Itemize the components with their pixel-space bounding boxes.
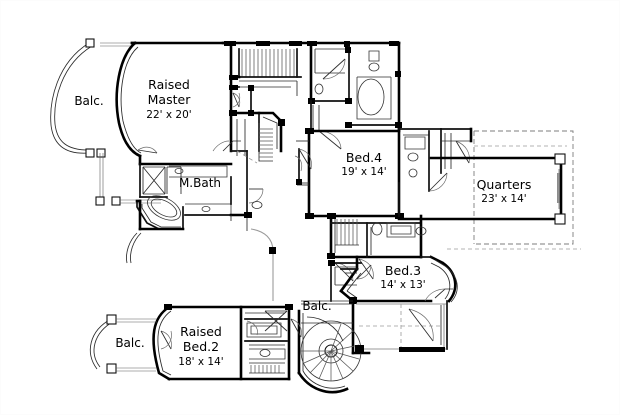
- bed2-bath: [239, 305, 302, 381]
- room-bed-4: [294, 127, 404, 219]
- middle-bath: [398, 127, 473, 217]
- balcony-middle-and-lower-right: [301, 248, 581, 355]
- upper-right-bath: [307, 41, 402, 150]
- room-master-bath: [136, 140, 264, 230]
- label-quarters-dimensions: 23' x 14': [481, 193, 526, 205]
- label-raised-master-line1: Raised: [148, 77, 190, 92]
- label-raised-bed-2-line1: Raised: [180, 324, 222, 339]
- label-raised-bed-2-line2: Bed.2: [183, 339, 219, 354]
- label-bed-3: Bed.3: [385, 263, 421, 278]
- misc-connectors: [126, 199, 276, 301]
- balcony-upper-left: [50, 38, 161, 206]
- label-bed-4-dimensions: 19' x 14': [341, 166, 386, 178]
- label-balcony-upper-left: Balc.: [74, 94, 103, 108]
- label-raised-master-line2: Master: [148, 92, 192, 107]
- room-labels: Balc. Raised Master 22' x 20' M.Bath Bed…: [74, 77, 531, 368]
- upper-stairs-and-hall: [221, 41, 313, 164]
- label-raised-bed-2-dimensions: 18' x 14': [178, 356, 223, 368]
- label-balcony-lower-left: Balc.: [115, 336, 144, 350]
- balcony-lower-left: [89, 314, 157, 374]
- label-bed-4: Bed.4: [346, 150, 382, 165]
- room-raised-bed-2: [152, 304, 293, 381]
- spiral-staircase: [297, 309, 364, 394]
- lower-center-bath: [327, 213, 427, 302]
- label-master-bath: M.Bath: [179, 176, 221, 190]
- label-balcony-middle: Balc.: [302, 299, 331, 313]
- label-raised-master-dimensions: 22' x 20': [146, 109, 191, 121]
- room-raised-master: [115, 41, 248, 166]
- label-quarters: Quarters: [477, 177, 532, 192]
- room-quarters: [397, 130, 574, 245]
- label-bed-3-dimensions: 14' x 13': [380, 279, 425, 291]
